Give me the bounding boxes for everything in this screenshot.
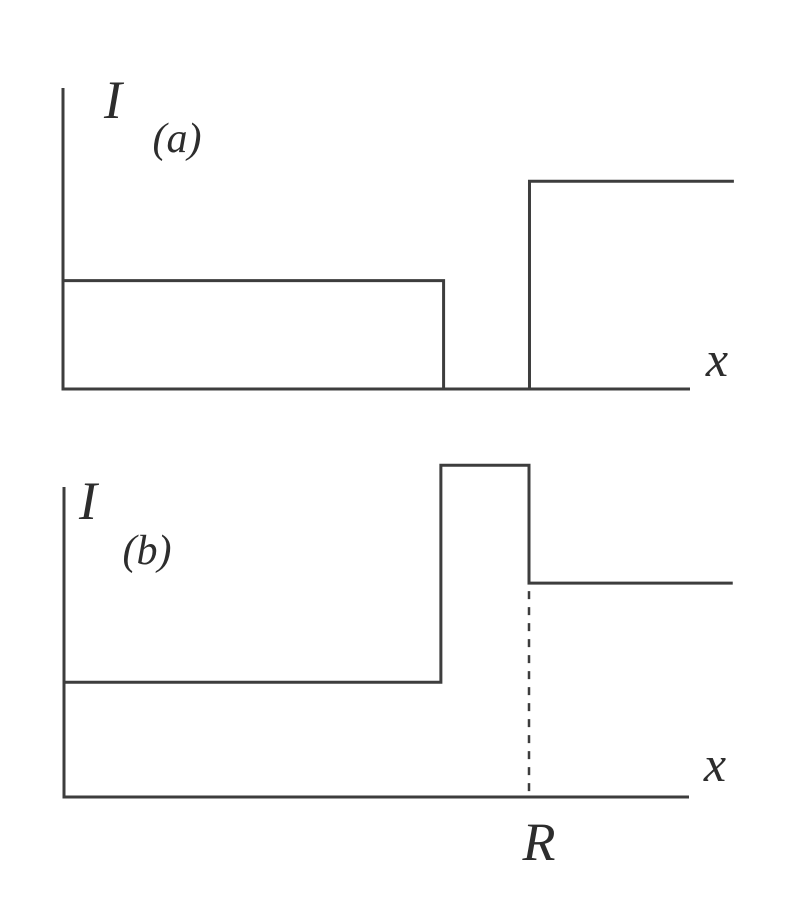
- panel-a-label: (a): [152, 116, 202, 162]
- panel-a-x-axis-label: x: [705, 331, 729, 387]
- panel-a-step-curve: [63, 179, 734, 391]
- panel-b-step-curve: [64, 463, 733, 684]
- panel-a-y-axis-label: I: [104, 70, 122, 130]
- panel-b-y-axis-label: I: [79, 471, 97, 531]
- panel-b-x-axis-label: x: [703, 736, 727, 792]
- r-marker-label: R: [522, 812, 556, 872]
- panel-b-axes: [62, 487, 689, 799]
- panel-b-label: (b): [122, 528, 172, 574]
